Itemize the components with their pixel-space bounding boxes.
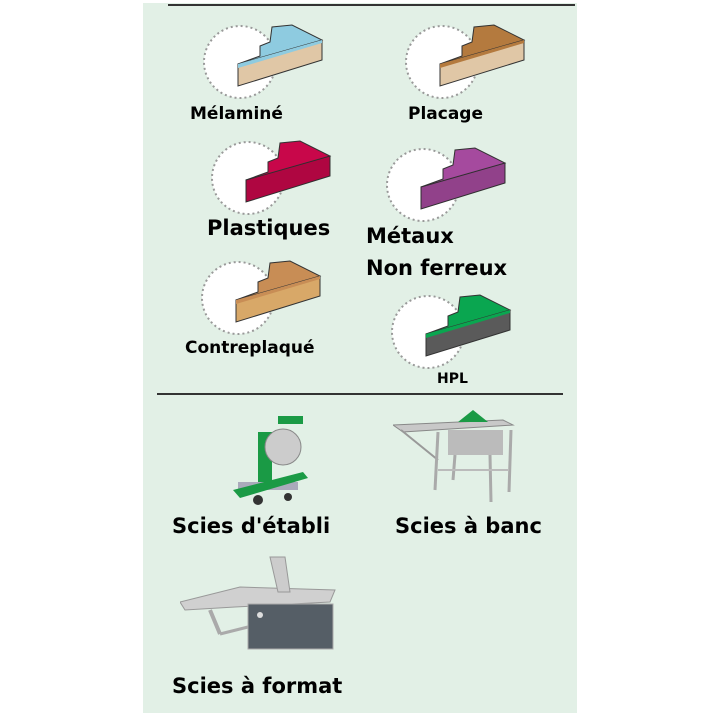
material-label-plastics: Plastiques: [207, 216, 331, 240]
material-label-metals: Métaux: [366, 224, 454, 248]
section-divider: [157, 393, 563, 395]
material-block-icon: [235, 260, 322, 323]
panel-saw-image: [180, 556, 336, 650]
material-block-icon: [439, 24, 526, 87]
veneer-blade-icon: [405, 24, 526, 99]
machine-label-table-saw: Scies à banc: [395, 514, 542, 538]
material-label-plywood: Contreplaqué: [185, 338, 315, 358]
plywood-blade-icon: [201, 260, 322, 335]
material-label-non-ferrous: Non ferreux: [366, 256, 508, 280]
plastics-blade-icon: [211, 140, 332, 215]
material-block-icon: [237, 24, 324, 87]
material-block-icon: [425, 294, 512, 357]
material-label-melamine: Mélaminé: [190, 104, 283, 124]
metals-blade-icon: [386, 147, 507, 222]
melamine-blade-icon: [203, 24, 324, 99]
hpl-blade-icon: [391, 294, 512, 369]
machine-label-panel-saw: Scies à format: [172, 674, 343, 698]
material-block-icon: [420, 147, 507, 210]
material-block-icon: [245, 140, 332, 203]
top-divider: [168, 4, 575, 6]
material-label-veneer: Placage: [408, 104, 484, 124]
mitre-saw-image: [233, 416, 308, 505]
material-label-hpl: HPL: [437, 371, 468, 387]
table-saw-image: [393, 410, 515, 503]
machine-label-mitre-saw: Scies d'établi: [172, 514, 331, 538]
